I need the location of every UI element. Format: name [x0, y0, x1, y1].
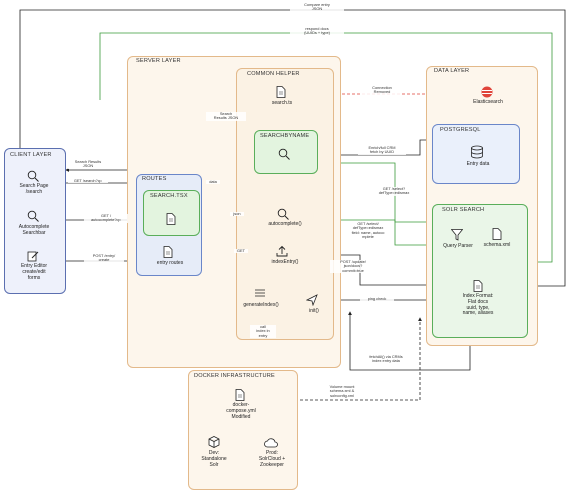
query-parser-label: Query Parser [443, 243, 473, 249]
docker-compose-file-icon [235, 389, 245, 401]
send-icon [306, 294, 318, 306]
entry-routes-label: entry routes [156, 260, 184, 266]
edge-volume-mount [295, 317, 422, 401]
entry-editor-edit-icon [27, 251, 39, 262]
autocomplete-page-label: Autocomplete Searchbar [18, 224, 50, 236]
edge-get-search-label: GET /search?q= [68, 178, 108, 184]
index-format-label: Index Format: Flat docs uuid, type, name… [462, 293, 494, 317]
server-layer-title: SERVER LAYER [136, 58, 181, 64]
data-layer-title: DATA LAYER [434, 68, 470, 74]
index-format-file-icon [473, 280, 483, 292]
client-layer-title: CLIENT LAYER [10, 152, 52, 158]
prod-solr-label: Prod: SolrCloud + Zookeeper [258, 450, 286, 468]
edge-json-label: json [230, 211, 244, 217]
searchbyname-search-icon [278, 148, 290, 160]
search-page-label: Search Page /search [19, 183, 49, 195]
docker-compose-label: docker- compose.yml Modified [226, 402, 256, 420]
edge-data-label: data [206, 179, 220, 185]
search-tsx-node[interactable] [143, 190, 200, 236]
searchbyname-title: SEARCHBYNAME [260, 133, 310, 139]
elasticsearch-icon [481, 86, 493, 98]
edge-fetch-all-label: fetchAll() via CRMs index entry data [355, 354, 417, 364]
docker-layer [188, 370, 298, 490]
edge-call-index-label: call index in entry [250, 324, 276, 339]
edge-search-results-client-label: Search Results JSON [68, 159, 108, 169]
entry-routes-file-icon [163, 246, 173, 258]
common-helper-title: COMMON HELPER [247, 71, 300, 77]
search-tsx-title: SEARCH.TSX [150, 193, 188, 199]
edge-compare-label: Compare entry JSON [290, 2, 344, 12]
schema-file-icon [492, 228, 502, 240]
edge-connection-removed-label: Connection Removed [362, 85, 402, 95]
edge-compare-json [19, 9, 566, 288]
edge-ping-label: ping check [360, 296, 394, 302]
solr-layer [432, 204, 528, 338]
search-ts-file-icon [276, 86, 286, 98]
filter-icon [451, 229, 463, 241]
upload-icon [276, 245, 288, 257]
cloud-icon [264, 438, 278, 448]
dev-solr-label: Dev: Standalone Solr [201, 450, 227, 468]
edge-post-entry-label: POST /entry/ create [84, 253, 124, 263]
entry-editor-label: Entry Editor create/edit forms [20, 263, 48, 281]
search-page-icon [27, 170, 39, 182]
edge-respond-label: respond docs (UUIDs + type) [290, 26, 344, 36]
schema-xml-label: schema.xml [483, 242, 511, 248]
cube-icon [208, 436, 220, 448]
elasticsearch-label: Elasticsearch [473, 99, 503, 105]
init-label: init() [309, 308, 319, 314]
search-tsx-file-icon [166, 213, 176, 225]
search-ts-label: search.ts [271, 100, 293, 106]
autocomplete-search-icon [27, 210, 39, 222]
autocomplete-fn-search-icon [277, 208, 289, 220]
index-entry-label: indexEntry() [271, 259, 299, 265]
postgresql-title: POSTGRESQL [440, 127, 481, 133]
edge-get-select-auto-label: GET /select/ defType=edismax field: name… [343, 221, 393, 240]
edge-get-select-auto [298, 219, 433, 247]
edge-get-label: GET [234, 248, 248, 254]
edge-get-select-search-label: GET /select? defType=edismax [370, 186, 418, 196]
list-icon [255, 289, 265, 297]
entry-data-label: Entry data [466, 161, 490, 167]
solr-title: SOLR SEARCH [442, 207, 485, 213]
generate-index-label: generateIndex() [243, 302, 279, 308]
edge-get-autocomplete-label: GET / autocomplete?q= [84, 213, 128, 223]
common-helper-layer [236, 68, 334, 340]
searchbyname-node[interactable] [254, 130, 318, 174]
edge-search-results-json-label: Search Results JSON [206, 111, 246, 121]
edge-respond-docs [99, 32, 553, 264]
docker-title: DOCKER INFRASTRUCTURE [194, 373, 275, 379]
edge-enrich-label: Enrich/full CRM fetch by UUID [358, 145, 406, 155]
autocomplete-fn-label: autocomplete() [268, 221, 302, 227]
routes-title: ROUTES [142, 176, 167, 182]
database-icon [471, 145, 483, 159]
edge-volume-mount-label: Volume mount schema.xml & solrconfig.xml [318, 384, 366, 399]
edge-post-update-label: POST /update/ json/docs? commit=true [330, 259, 376, 274]
